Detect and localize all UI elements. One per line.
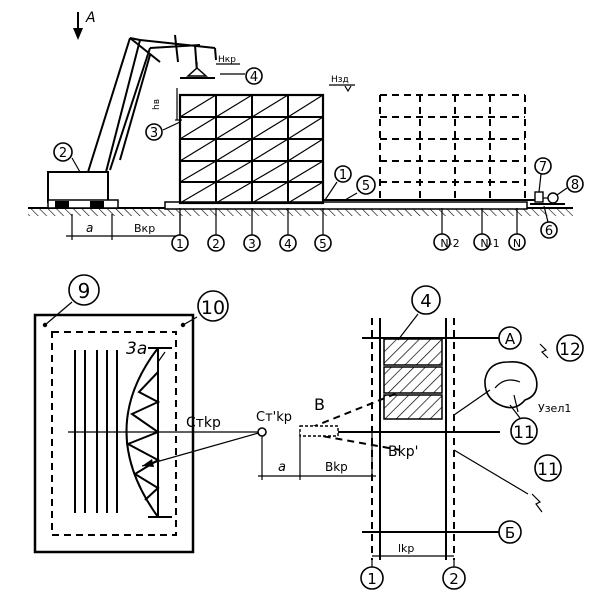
svg-text:6: 6: [545, 224, 553, 239]
axis-bubble-b: Б: [498, 520, 522, 544]
svg-text:2: 2: [59, 146, 67, 161]
label-st-kp: Cтkp: [186, 415, 221, 431]
view-arrow: A: [73, 10, 96, 40]
dim-lkp: lkp: [398, 542, 414, 555]
plan-outer-frame: [33, 313, 195, 554]
axis-bubble-col-2: 2: [442, 566, 466, 590]
callout-6: 6: [540, 205, 558, 239]
callout-7: 7: [534, 157, 552, 193]
node-detail-blob: [484, 361, 538, 409]
callout-12: 12: [556, 334, 584, 362]
label-st-kp-prime: Cт'kp: [256, 410, 292, 425]
plan-dashed-frame: [51, 331, 177, 536]
svg-text:A: A: [505, 330, 516, 348]
label-node1: Узел1: [538, 402, 571, 415]
label-bkp-prime: Bkp': [388, 444, 418, 460]
crawler-crane: [47, 34, 217, 209]
svg-text:11: 11: [537, 460, 559, 480]
svg-text:N: N: [513, 237, 521, 250]
dim-bkr: Bкр: [134, 222, 155, 235]
axis-bubble-4: 4: [279, 234, 297, 252]
svg-text:9: 9: [78, 279, 91, 303]
callout-3: 3: [145, 121, 181, 141]
callout-10: 10: [182, 290, 229, 326]
future-building: [379, 94, 526, 200]
svg-text:N-1: N-1: [480, 237, 499, 250]
dim-bkp: Bkp: [325, 460, 348, 474]
svg-text:3: 3: [150, 126, 158, 141]
callout-4: 4: [220, 67, 263, 85]
svg-text:3: 3: [248, 237, 256, 251]
winch: [530, 191, 565, 205]
svg-text:2: 2: [212, 237, 220, 251]
axis-bubble-1: 1: [171, 234, 189, 252]
svg-text:12: 12: [559, 340, 581, 360]
axis-bubble-n: N: [508, 233, 526, 251]
foundation-slab: [164, 201, 528, 210]
label-hzd: Hзд: [331, 75, 349, 85]
callout-4-bottom: 4: [397, 285, 441, 341]
reach-dims: a Bkp B Bkp': [258, 391, 418, 480]
crane-position-point: [257, 427, 267, 437]
svg-text:Б: Б: [505, 524, 515, 542]
label-b: B: [314, 395, 325, 414]
axis-bubble-n-2: N-2: [433, 233, 460, 251]
callout-1: 1: [324, 165, 352, 201]
svg-text:11: 11: [513, 423, 535, 443]
callout-11-a: 11: [509, 404, 538, 445]
axis-bubble-col-1: 1: [360, 566, 384, 590]
callout-5: 5: [344, 175, 376, 201]
crane-cabin: [47, 171, 109, 203]
svg-text:5: 5: [362, 179, 370, 194]
svg-text:1: 1: [367, 570, 377, 588]
svg-text:4: 4: [420, 291, 431, 312]
callout-11-b: 11: [453, 449, 562, 495]
axis-bubble-5: 5: [314, 234, 332, 252]
axis-bubble-n-1: N-1: [473, 233, 500, 251]
building-frame: [178, 93, 325, 205]
svg-text:1: 1: [339, 168, 347, 183]
svg-text:10: 10: [201, 297, 225, 319]
svg-text:4: 4: [250, 70, 258, 85]
callout-8: 8: [556, 175, 584, 196]
label-hv: hв: [152, 99, 162, 110]
break-mark-12: [539, 343, 549, 359]
axis-bubble-3: 3: [243, 234, 261, 252]
svg-text:5: 5: [319, 237, 327, 251]
view-arrow-label: A: [85, 10, 96, 26]
break-mark-11: [531, 493, 543, 513]
ground-hatch: [28, 208, 573, 216]
elevation-view: A: [28, 10, 584, 252]
axis-bubble-a: A: [498, 326, 522, 350]
callout-2: 2: [53, 142, 81, 173]
svg-text:7: 7: [539, 160, 547, 175]
dim-a: a: [86, 221, 93, 235]
crane-plan-view: 3a 9 10 Cтkp Cт'kp: [33, 274, 292, 554]
bay-plan-view: lkp 4 A Б 1 2 Узел1 12 11 11: [360, 285, 584, 590]
zone-label-3a: 3a: [126, 339, 147, 359]
label-hkr: Hкр: [218, 55, 236, 65]
dim-a-bottom: a: [278, 460, 286, 475]
svg-text:8: 8: [571, 178, 579, 193]
svg-text:4: 4: [284, 237, 292, 251]
svg-text:1: 1: [176, 237, 184, 251]
svg-text:N-2: N-2: [440, 237, 459, 250]
svg-text:2: 2: [449, 570, 459, 588]
axis-bubble-2: 2: [207, 234, 225, 252]
callout-9: 9: [44, 274, 100, 326]
